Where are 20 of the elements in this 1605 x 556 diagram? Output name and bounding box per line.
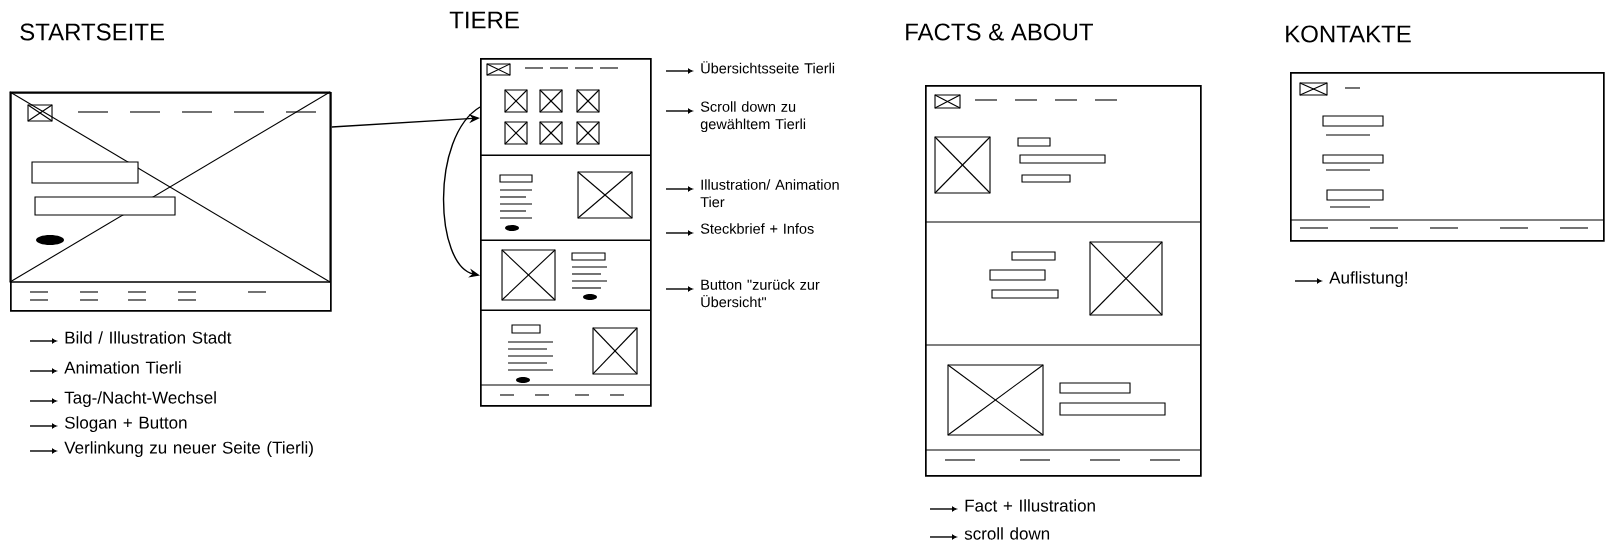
page-section [480, 58, 651, 156]
note-text: Button "zurück zur Übersicht" [701, 279, 820, 308]
note-text: Bild / Illustration Stadt [65, 331, 232, 344]
note-text: Tag-/Nacht-Wechsel [64, 391, 216, 408]
note-text: scroll down [964, 527, 1050, 540]
note-text: Übersichtsseite Tierli [701, 61, 835, 74]
note-text: Fact + Illustration [965, 499, 1095, 512]
note-text: Steckbrief + Infos [700, 223, 814, 234]
arrow [442, 106, 481, 278]
page-section [480, 240, 651, 311]
note-text: Verlinkung zu neuer Seite (Tierli) [64, 441, 313, 458]
page-title: TIERE [449, 11, 519, 29]
page-title: FACTS & ABOUT [906, 23, 1093, 41]
note-text: Illustration/ Animation Tier [700, 179, 839, 208]
page-title: KONTAKTE [1286, 25, 1411, 43]
note-text: Animation Tierli [64, 361, 181, 374]
note-text: Scroll down zu gewähltem Tierli [700, 101, 806, 133]
note-text: Auflistung! [1329, 271, 1408, 288]
note-text: Slogan + Button [65, 416, 187, 433]
page-title: STARTSEITE [20, 23, 164, 41]
